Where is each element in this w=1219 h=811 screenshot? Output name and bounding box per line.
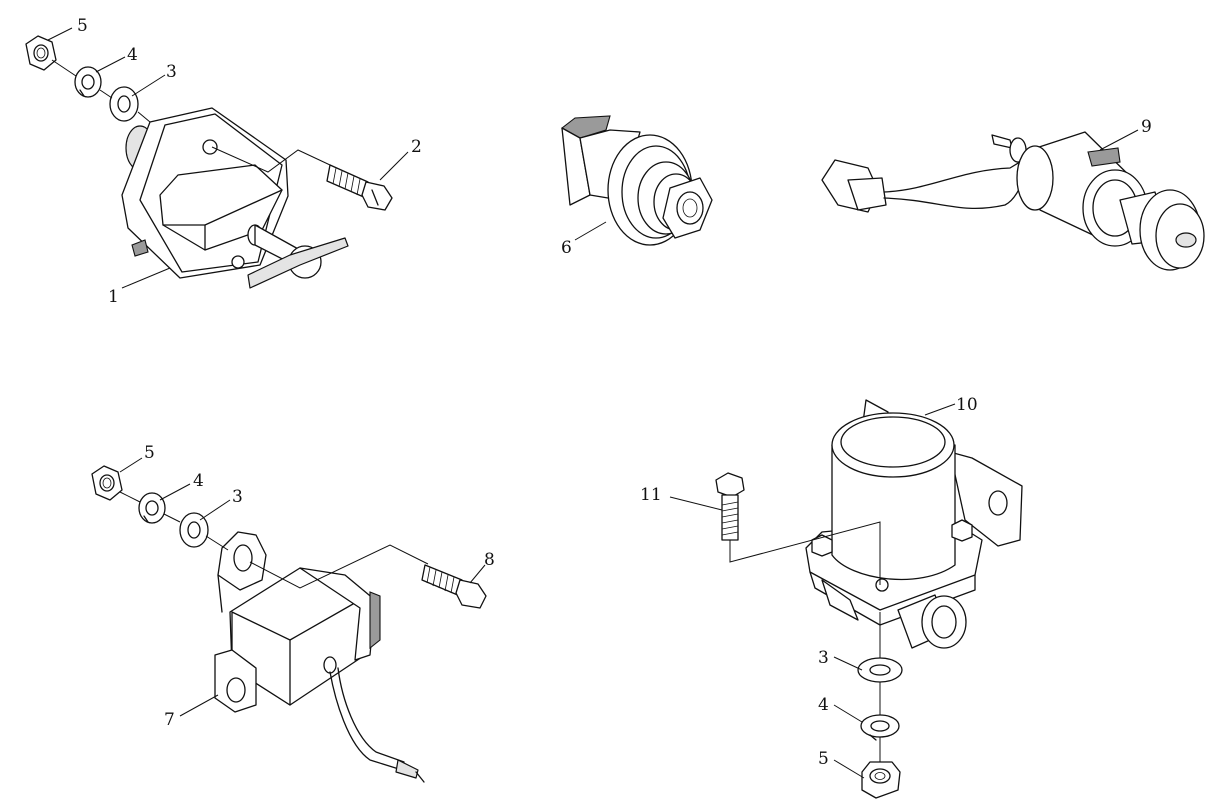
callout-5: 5 <box>77 16 88 36</box>
part-7-relay <box>214 531 425 783</box>
callout-4: 4 <box>127 45 138 65</box>
part-10-starter-relay <box>805 399 1023 649</box>
callout-1: 1 <box>108 287 119 307</box>
part-8-bolt <box>421 564 487 609</box>
callout-2: 2 <box>411 137 422 157</box>
part-4-lock-washer-group-7 <box>138 492 166 524</box>
callout-3-group-7: 3 <box>232 487 243 507</box>
part-5-hex-nut <box>25 35 57 71</box>
leader-part-11-axis <box>729 521 881 585</box>
callout-9: 9 <box>1141 117 1152 137</box>
part-3-flat-washer-group-10 <box>857 657 903 683</box>
part-5-hex-nut-group-7 <box>91 465 123 501</box>
callout-5-group-10: 5 <box>818 749 829 769</box>
callout-11: 11 <box>640 485 662 505</box>
callout-4-group-10: 4 <box>818 695 829 715</box>
part-1-switch-assembly <box>121 107 349 289</box>
leader-part-2-axis <box>211 146 346 173</box>
callout-10: 10 <box>956 395 978 415</box>
axis-line-group-7 <box>119 491 229 551</box>
callout-7: 7 <box>164 710 175 730</box>
leader-part-8-axis <box>249 544 429 589</box>
axis-line-group-1 <box>51 59 151 123</box>
callout-3: 3 <box>166 62 177 82</box>
callout-leaders <box>47 27 1139 779</box>
callout-labels: 1 2 3 4 5 6 9 5 4 3 8 7 10 11 3 4 5 <box>77 16 1152 769</box>
part-4-lock-washer <box>74 66 102 98</box>
part-4-lock-washer-group-10 <box>860 714 900 741</box>
part-6-sensor <box>561 115 713 246</box>
part-5-hex-nut-group-10 <box>861 761 901 799</box>
callout-3-group-10: 3 <box>818 648 829 668</box>
callout-4-group-7: 4 <box>193 471 204 491</box>
part-9-solenoid-with-connector <box>821 131 1205 271</box>
callout-8: 8 <box>484 550 495 570</box>
part-3-flat-washer-group-7 <box>179 512 209 548</box>
part-2-bolt <box>326 164 393 211</box>
callout-6: 6 <box>561 238 572 258</box>
callout-5-group-7: 5 <box>144 443 155 463</box>
part-3-flat-washer <box>109 86 139 122</box>
part-11-bolt <box>715 472 745 541</box>
